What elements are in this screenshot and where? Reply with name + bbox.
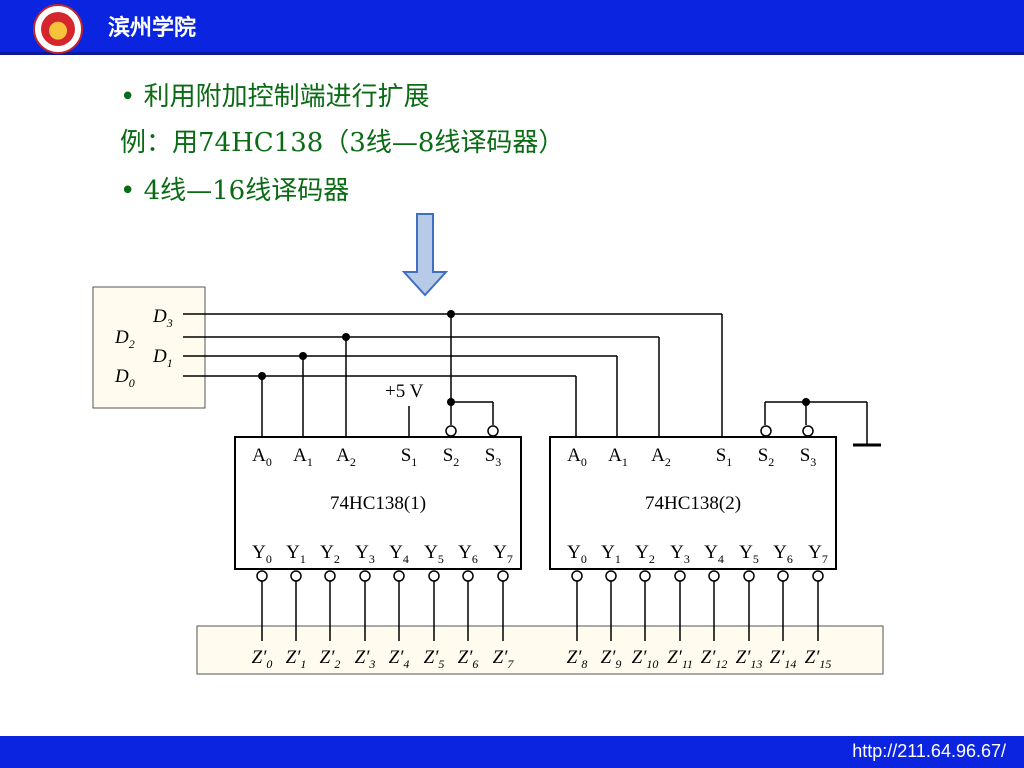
chip-1-pin-a0: A0: [252, 445, 272, 469]
chip-1-bubble: [445, 425, 457, 437]
chip-1-pin-a2: A2: [336, 445, 356, 469]
input-label-d2: D2: [114, 327, 135, 351]
chip-2-pin-y5: Y5: [739, 542, 759, 566]
chip-2-pin-y1: Y1: [601, 542, 621, 566]
output-label-z11: Z′11: [667, 647, 693, 671]
bullet-1: • 利用附加控制端进行扩展: [120, 82, 430, 112]
chip-1-pin-a1: A1: [293, 445, 313, 469]
chip-2-pin-y7: Y7: [808, 542, 828, 566]
chip-2-out-bubble: [708, 570, 720, 582]
chip-1-out-bubble: [393, 570, 405, 582]
chip-1-out-bubble: [256, 570, 268, 582]
chip-2-pin-y3: Y3: [670, 542, 690, 566]
output-label-z6: Z′6: [458, 647, 479, 671]
output-label-z1: Z′1: [286, 647, 307, 671]
chip-1-out-bubble: [428, 570, 440, 582]
chip-2-out-bubble: [639, 570, 651, 582]
chip-2-pin-a1: A1: [608, 445, 628, 469]
output-label-z13: Z′13: [736, 647, 763, 671]
footer-bar: http://211.64.96.67/: [0, 736, 1024, 768]
chip-1-pin-y5: Y5: [424, 542, 444, 566]
chip-1-pin-y3: Y3: [355, 542, 375, 566]
chip-1-pin-y1: Y1: [286, 542, 306, 566]
chip-1-pin-y2: Y2: [320, 542, 340, 566]
chip-2-pin-a2: A2: [651, 445, 671, 469]
chip-1-out-bubble: [359, 570, 371, 582]
chip-2-bubble: [760, 425, 772, 437]
output-label-z7: Z′7: [493, 647, 515, 671]
chip-1-out-bubble: [462, 570, 474, 582]
chip-2-pin-s3: S3: [800, 445, 817, 469]
chip-1-out-bubble: [290, 570, 302, 582]
output-label-z0: Z′0: [252, 647, 273, 671]
title-bar: 滨州学院: [0, 0, 1024, 55]
chip-1-pin-s1: S1: [401, 445, 418, 469]
chip-2-pin-a0: A0: [567, 445, 587, 469]
chip-2-out-bubble: [743, 570, 755, 582]
output-label-z2: Z′2: [320, 647, 341, 671]
output-bar: [196, 625, 884, 675]
chip-2-pin-s1: S1: [716, 445, 733, 469]
input-box: [92, 286, 206, 409]
input-label-d1: D1: [152, 346, 173, 370]
chip-2-out-bubble: [605, 570, 617, 582]
output-label-z14: Z′14: [770, 647, 797, 671]
chip-2-out-bubble: [812, 570, 824, 582]
chip-2-pin-y2: Y2: [635, 542, 655, 566]
chip-1-out-bubble: [497, 570, 509, 582]
chip-2-pin-y0: Y0: [567, 542, 587, 566]
chip-1-name: 74HC138(1): [330, 493, 426, 514]
chip-2-out-bubble: [777, 570, 789, 582]
chip-1-pin-y7: Y7: [493, 542, 513, 566]
output-label-z9: Z′9: [601, 647, 622, 671]
school-name: 滨州学院: [108, 16, 197, 41]
bullet-3: • 4线—16线译码器: [120, 176, 350, 206]
output-label-z3: Z′3: [355, 647, 376, 671]
chip-2-out-bubble: [571, 570, 583, 582]
input-label-d0: D0: [114, 366, 135, 390]
output-label-z15: Z′15: [805, 647, 832, 671]
chip-1-pin-y6: Y6: [458, 542, 478, 566]
input-label-d3: D3: [152, 306, 173, 330]
chip-2-pin-y6: Y6: [773, 542, 793, 566]
bullet-2: 例：用74HC138（3线—8线译码器）: [120, 128, 565, 158]
down-arrow-icon: [401, 213, 449, 297]
output-label-z5: Z′5: [424, 647, 445, 671]
chip-2-bubble: [802, 425, 814, 437]
chip-1: [234, 436, 522, 570]
chip-2-name: 74HC138(2): [645, 493, 741, 514]
chip-2-pin-s2: S2: [758, 445, 775, 469]
chip-1-bubble: [487, 425, 499, 437]
output-label-z4: Z′4: [389, 647, 410, 671]
school-emblem-icon: [33, 4, 83, 54]
chip-1-pin-s2: S2: [443, 445, 460, 469]
output-label-z12: Z′12: [701, 647, 728, 671]
chip-2: [549, 436, 837, 570]
chip-2-out-bubble: [674, 570, 686, 582]
chip-1-pin-y4: Y4: [389, 542, 409, 566]
chip-2-pin-y4: Y4: [704, 542, 724, 566]
output-label-z8: Z′8: [567, 647, 588, 671]
footer-url: http://211.64.96.67/: [852, 741, 1006, 761]
output-label-z10: Z′10: [632, 647, 659, 671]
supply-label: +5 V: [385, 381, 424, 402]
chip-1-pin-y0: Y0: [252, 542, 272, 566]
chip-1-pin-s3: S3: [485, 445, 502, 469]
chip-1-out-bubble: [324, 570, 336, 582]
